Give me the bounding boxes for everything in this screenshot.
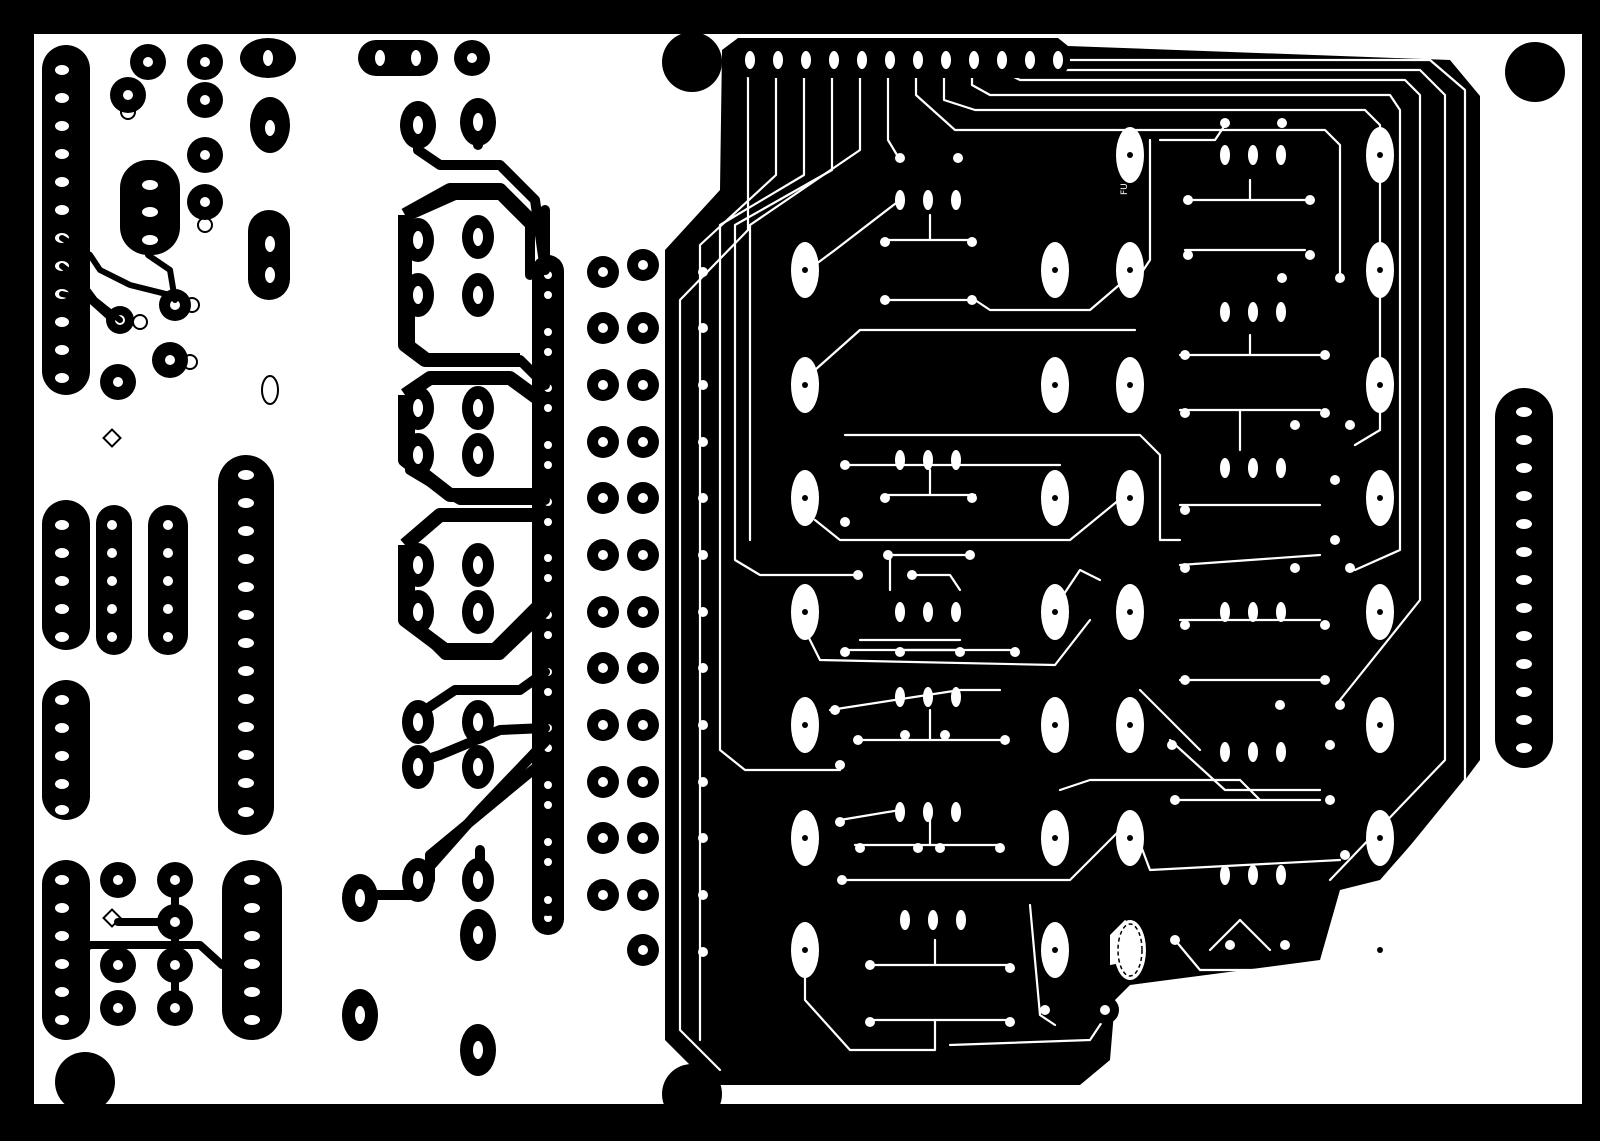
header-left-top — [42, 45, 90, 395]
transistor-pads — [895, 145, 1286, 930]
isolation-traces — [678, 58, 1467, 1072]
center-oval-pads — [342, 98, 564, 1076]
pour-edge-vias — [698, 267, 708, 957]
header-center-left — [218, 455, 274, 835]
ic-strip-center — [532, 255, 564, 935]
left-top-components — [59, 44, 290, 928]
bottom-left-block — [42, 860, 282, 1040]
silk-ref-fu: FU — [1120, 183, 1130, 195]
header-left-middle — [42, 680, 90, 820]
header-right — [1495, 388, 1553, 768]
small-vias — [830, 118, 1355, 1027]
center-connector — [587, 249, 659, 966]
header-top — [735, 42, 1070, 78]
pour-lower-pads — [1091, 920, 1146, 1024]
center-blocks — [398, 183, 545, 657]
mount-holes — [55, 32, 1565, 1124]
left-ic-block — [42, 500, 188, 655]
top-center-pads — [240, 38, 490, 78]
